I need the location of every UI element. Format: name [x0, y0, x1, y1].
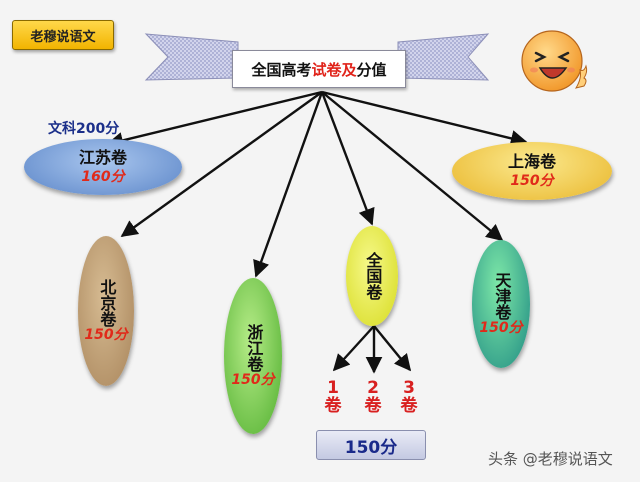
national-paper-3-label: 卷: [400, 395, 418, 416]
arrow-to-national: [320, 91, 375, 226]
national-paper-3: 3 卷: [394, 378, 424, 416]
node-beijing-score: 150分: [84, 326, 128, 343]
node-national: 全国卷: [346, 226, 398, 326]
national-paper-1-label: 卷: [324, 395, 342, 416]
node-shanghai-score: 150分: [510, 172, 554, 189]
page-title: 全国高考试卷及分值: [232, 50, 406, 88]
national-paper-3-number: 3: [403, 378, 415, 398]
arrow-to-jiangsu: [106, 90, 323, 149]
node-beijing-name: 北京卷: [97, 278, 117, 327]
node-jiangsu-score: 160分: [81, 168, 125, 185]
node-tianjin-score: 150分: [479, 319, 523, 336]
node-tianjin-name: 天津卷: [492, 271, 512, 320]
national-paper-1-number: 1: [327, 378, 339, 398]
title-part-2: 试卷及: [311, 60, 357, 79]
arrow-to-zhejiang: [253, 91, 324, 278]
national-paper-2: 2 卷: [358, 378, 388, 416]
national-paper-1: 1 卷: [318, 378, 348, 416]
title-part-1: 全国高考: [251, 60, 312, 79]
arrow-to-beijing: [120, 91, 323, 237]
node-shanghai: 上海卷 150分: [452, 142, 612, 200]
node-beijing: 北京卷 150分: [78, 236, 134, 386]
arrow-to-tianjin: [321, 91, 504, 242]
title-part-3: 分值: [356, 60, 387, 79]
jiangsu-liberal-arts-note: 文科200分: [48, 121, 120, 137]
national-paper-2-number: 2: [367, 378, 379, 398]
national-score-box: 150分: [316, 430, 426, 460]
laughing-face-icon: [521, 30, 588, 92]
node-shanghai-name: 上海卷: [507, 151, 556, 171]
arrow-to-paper-1: [332, 325, 375, 372]
node-jiangsu: 江苏卷 160分: [24, 139, 182, 195]
node-zhejiang-name: 浙江卷: [244, 323, 264, 372]
node-national-name: 全国卷: [363, 252, 383, 300]
node-zhejiang: 浙江卷 150分: [224, 278, 282, 434]
arrow-to-shanghai: [321, 90, 528, 147]
national-paper-2-label: 卷: [364, 395, 382, 416]
watermark: 头条 @老穆说语文: [488, 450, 613, 468]
author-badge: 老穆说语文: [12, 20, 114, 50]
node-tianjin: 天津卷 150分: [472, 240, 530, 368]
arrow-to-paper-3: [373, 325, 412, 372]
node-zhejiang-score: 150分: [231, 371, 275, 388]
node-jiangsu-name: 江苏卷: [78, 147, 127, 167]
